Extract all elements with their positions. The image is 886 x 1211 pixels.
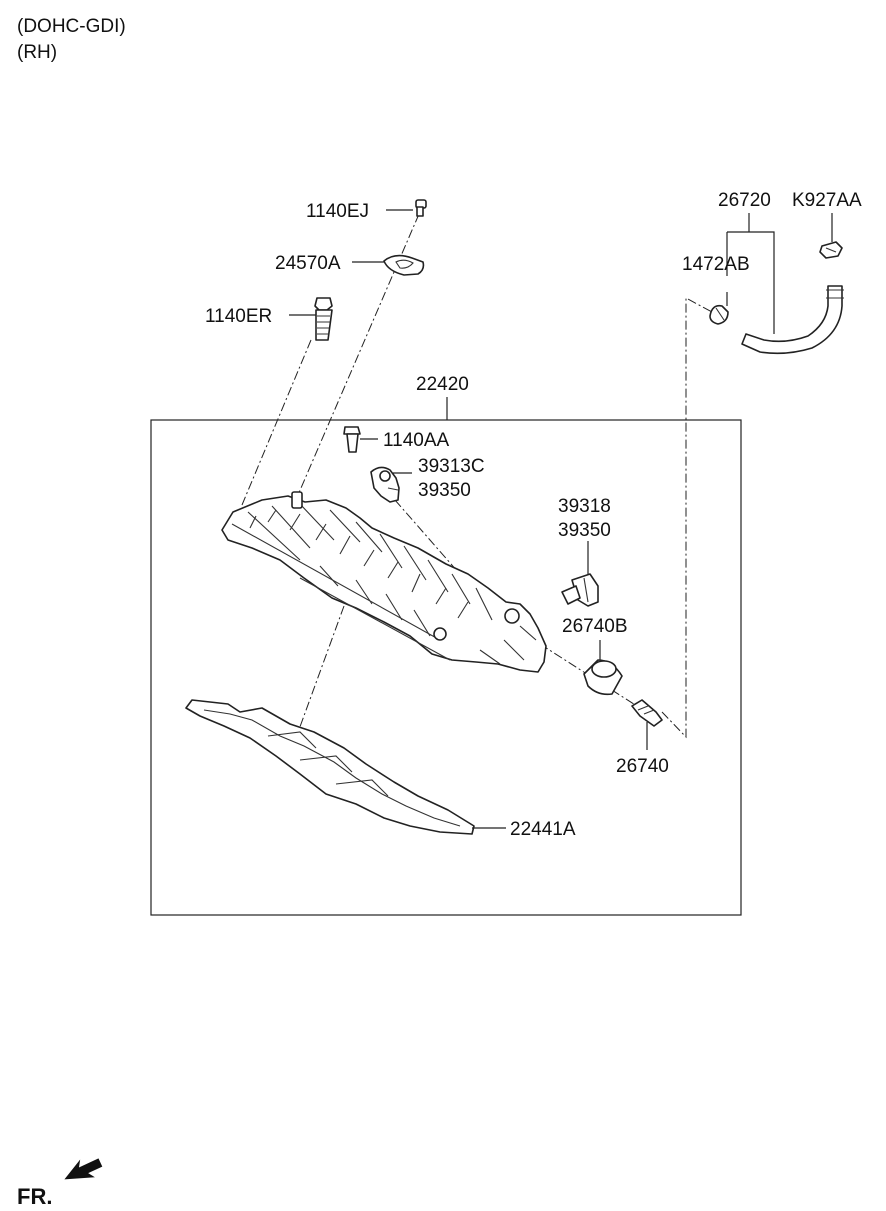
engine-variant-label: (DOHC-GDI) — [17, 16, 126, 37]
bracket-26720 — [727, 231, 775, 334]
front-direction-label: FR. — [17, 1184, 52, 1209]
clamp-1472ab — [709, 304, 729, 325]
label-26720: 26720 — [718, 190, 771, 211]
label-k927aa: K927AA — [792, 190, 862, 211]
align-line-bolt-er — [241, 339, 312, 506]
bolt-1140er — [314, 297, 333, 341]
sensor-39313c — [370, 466, 400, 503]
label-1472ab: 1472AB — [682, 254, 750, 275]
clamp-k927aa — [819, 241, 843, 259]
align-line-gasket — [296, 605, 345, 736]
pcv-valve-26740 — [631, 699, 663, 727]
sensor-39318 — [561, 573, 599, 607]
label-22420: 22420 — [416, 374, 469, 395]
label-26740: 26740 — [616, 756, 669, 777]
align-line-sensor-a — [394, 499, 459, 573]
label-1140er: 1140ER — [205, 306, 272, 327]
label-39350-b: 39350 — [558, 520, 611, 541]
assembly-box — [150, 419, 742, 916]
label-1140ej: 1140EJ — [306, 201, 369, 222]
label-24570a: 24570A — [275, 253, 341, 274]
align-line-hose — [661, 297, 713, 739]
front-arrow-icon — [64, 1158, 103, 1180]
clip-24570a — [383, 254, 425, 276]
hose-26720 — [741, 285, 844, 355]
label-39318: 39318 — [558, 496, 611, 517]
bolt-1140aa — [343, 426, 361, 453]
label-1140aa: 1140AA — [383, 430, 450, 451]
label-22441a: 22441A — [510, 819, 576, 840]
label-39350-a: 39350 — [418, 480, 471, 501]
grommet-26740b — [583, 659, 623, 696]
label-26740b: 26740B — [562, 616, 628, 637]
valve-cover-22420 — [221, 491, 547, 673]
gasket-22441a — [185, 699, 475, 835]
label-39313c: 39313C — [418, 456, 485, 477]
side-label: (RH) — [17, 42, 58, 63]
bolt-1140ej — [415, 199, 427, 217]
